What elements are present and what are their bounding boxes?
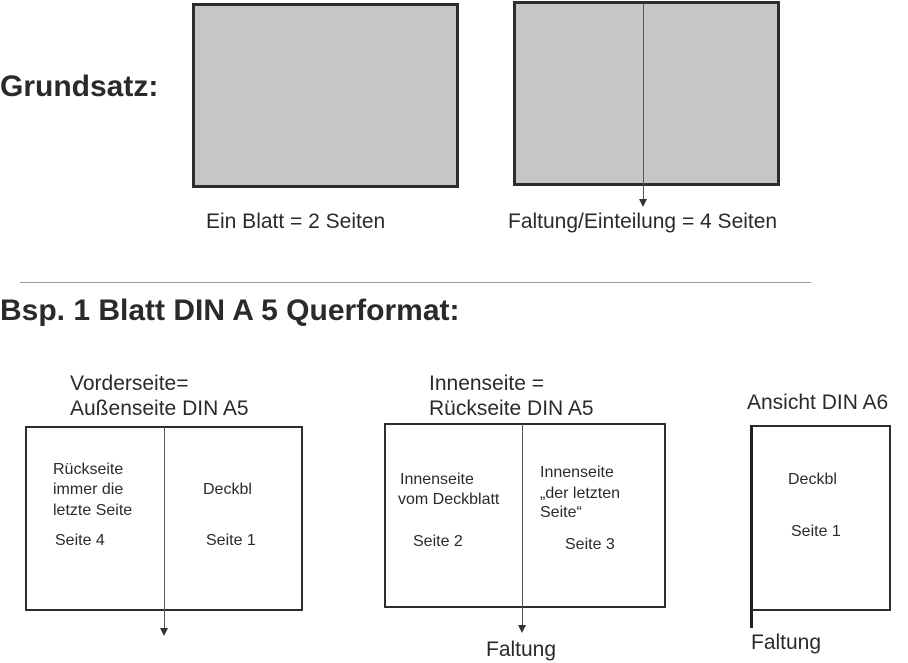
front-left-line-2: immer die [53, 481, 124, 498]
front-left-line-1: Rückseite [53, 461, 124, 478]
front-title-2: Außenseite DIN A5 [70, 397, 249, 420]
folded-sheet [513, 1, 780, 186]
front-right-text: Deckbl [203, 481, 252, 498]
inner-fold-arrow-icon [518, 625, 526, 633]
inner-left-line-1: Innenseite [400, 471, 474, 488]
front-left-line-3: letzte Seite [53, 502, 133, 519]
view-fold-label: Faltung [751, 631, 822, 654]
view-title: Ansicht DIN A6 [747, 391, 889, 414]
inner-right-line-3: Seite“ [540, 504, 582, 521]
fold-arrow-icon [639, 199, 647, 207]
view-page: Seite 1 [791, 523, 841, 540]
inner-left-page: Seite 2 [413, 533, 463, 550]
front-title-1: Vorderseite= [70, 372, 189, 395]
inner-fold-label: Faltung [486, 638, 557, 661]
view-text: Deckbl [788, 471, 837, 488]
inner-right-page: Seite 3 [565, 536, 615, 553]
single-sheet [192, 3, 459, 188]
inner-title-1: Innenseite = [429, 372, 545, 395]
inner-title-2: Rückseite DIN A5 [429, 397, 594, 420]
fold-line [643, 3, 644, 200]
inner-sheet [384, 423, 666, 608]
grundsatz-heading: Grundsatz: [0, 70, 159, 103]
inner-fold-line [522, 424, 523, 626]
view-sheet [751, 425, 891, 611]
example-heading: Bsp. 1 Blatt DIN A 5 Querformat: [0, 294, 460, 327]
front-right-page: Seite 1 [206, 532, 256, 549]
inner-right-line-1: Innenseite [540, 464, 614, 481]
front-fold-arrow-icon [160, 628, 168, 636]
front-left-page: Seite 4 [55, 532, 105, 549]
front-fold-line [164, 427, 165, 629]
inner-left-line-2: vom Deckblatt [398, 491, 500, 508]
single-sheet-caption: Ein Blatt = 2 Seiten [206, 210, 386, 233]
divider [20, 282, 811, 283]
inner-right-line-2: „der letzten [540, 485, 621, 502]
folded-sheet-caption: Faltung/Einteilung = 4 Seiten [508, 210, 778, 233]
view-fold-edge [750, 425, 753, 628]
